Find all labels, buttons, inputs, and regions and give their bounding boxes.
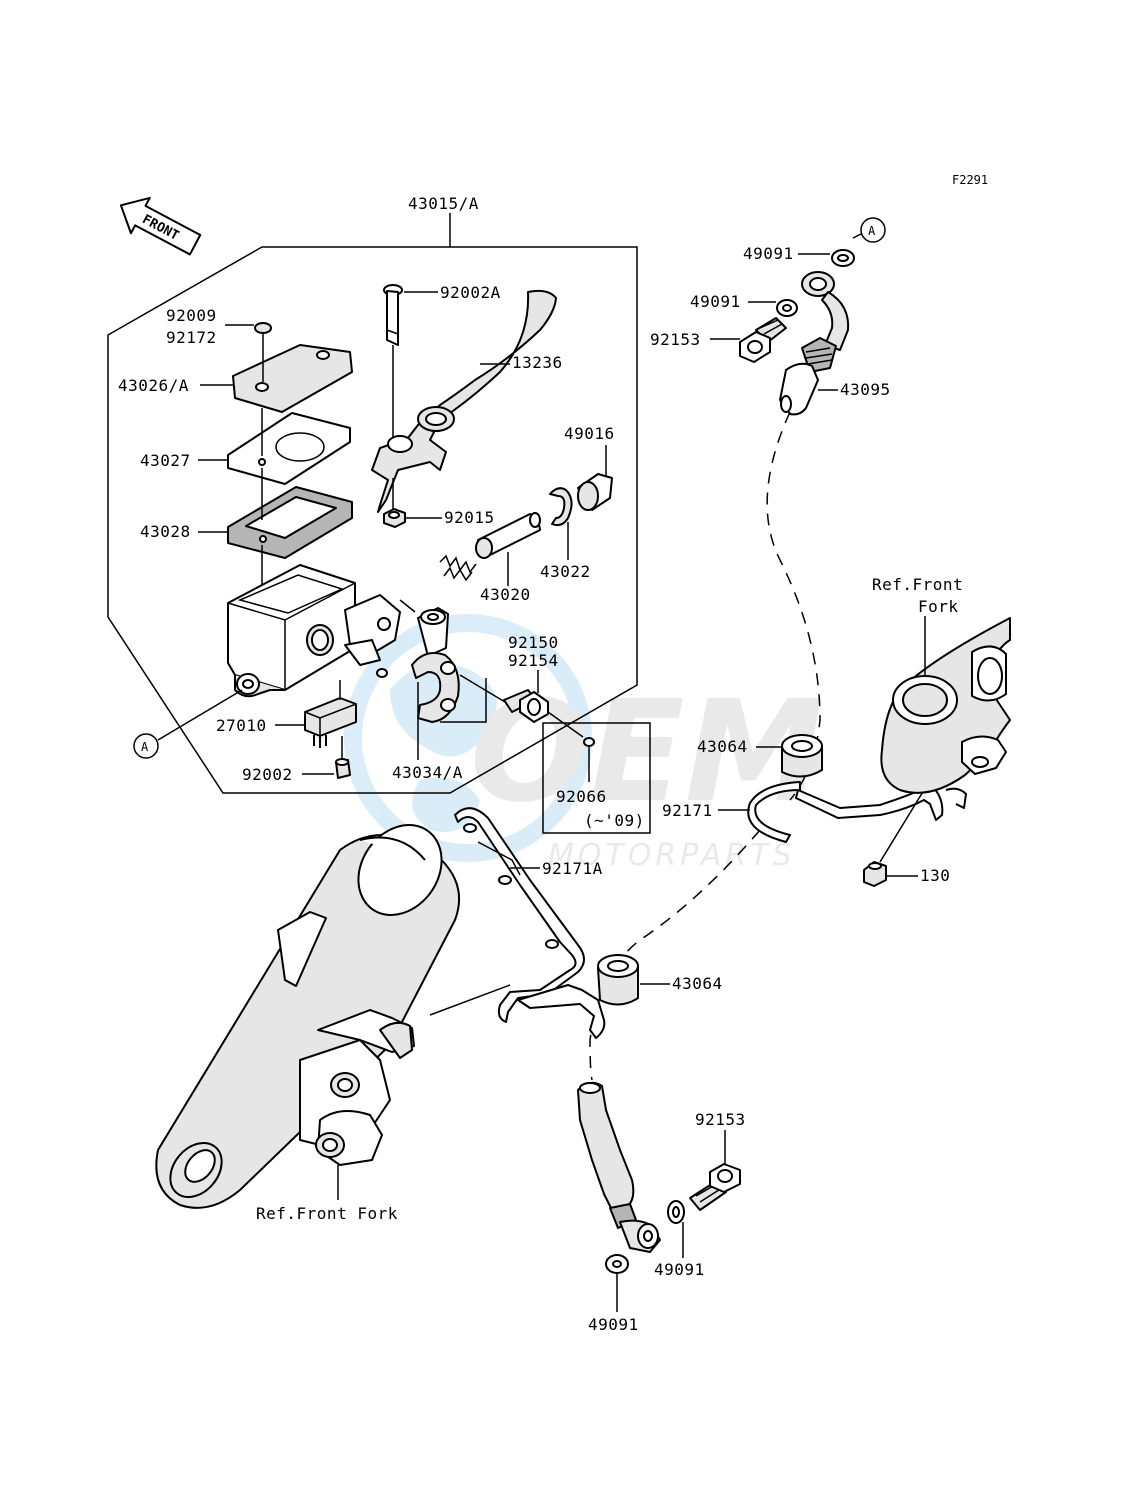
nut-92015 [383,508,406,528]
brake-hose-upper [779,271,850,416]
grommet-lower [597,954,639,1006]
callout-92150: 92150 [508,633,559,652]
callout-49091-mid: 49091 [690,292,741,311]
circlip [549,487,573,527]
callout-92154: 92154 [508,651,559,670]
watermark-globe [344,614,592,862]
clamp-bolt [503,689,549,723]
ref-a-right: A [868,224,876,238]
front-fork-top-right [880,617,1011,794]
callout-130: 130 [920,866,950,885]
washer-top [831,249,855,267]
reservoir-plate [227,412,351,485]
washer-bottom-left [605,1254,629,1274]
washer-mid [776,299,798,317]
callout-13236: 13236 [512,353,563,372]
callout-43064-lower: 43064 [672,974,723,993]
screw-92009 [254,322,272,342]
ref-front-fork-top-1: Ref.Front [872,575,963,594]
handlebar-clamp [411,607,460,723]
front-arrow-icon [119,196,202,256]
watermark-globe-land [390,663,497,832]
callout-43022: 43022 [540,562,591,581]
washer-bottom-right [667,1200,685,1224]
pivot-bolt [383,284,403,346]
callout-92171A: 92171A [542,859,603,878]
callout-43027: 43027 [140,451,191,470]
callout-49091-bottom-right: 49091 [654,1260,705,1279]
callout-43028: 43028 [140,522,191,541]
callout-92066: 92066 [556,787,607,806]
callout-49091-top: 49091 [743,244,794,263]
banjo-bolt-bottom [689,1163,741,1211]
ref-a-right-circle [860,217,886,243]
date-note: (~'09) [584,811,645,830]
front-fork-bottom-left [155,824,461,1209]
callout-92172: 92172 [166,328,217,347]
callout-92153-bottom: 92153 [695,1110,746,1129]
callout-43020: 43020 [480,585,531,604]
callout-92015: 92015 [444,508,495,527]
screw-head [254,322,272,334]
callout-92002: 92002 [242,765,293,784]
ref-a-left-circle [133,733,159,759]
callout-49016: 49016 [564,424,615,443]
callout-43026A: 43026/A [118,376,189,395]
piston-set [439,512,541,582]
callout-92002A: 92002A [440,283,501,302]
hose-bracket [454,807,606,1039]
banjo-bolt-top [739,317,787,363]
bolt-130 [863,861,887,887]
callout-27010: 27010 [216,716,267,735]
hose-clamp-92171 [747,781,967,843]
figure-code: F2291 [952,173,988,187]
ref-a-left: A [141,740,149,754]
callout-43015A: 43015/A [408,194,479,213]
watermark-sub: MOTORPARTS [548,838,796,873]
dust-boot [577,473,613,511]
brake-lever [371,289,557,513]
brake-hose-lower [577,1081,661,1253]
spring-pin [583,737,595,747]
pin-note-box [542,722,651,834]
callout-43064-upper: 43064 [697,737,748,756]
grommet-upper [781,734,823,778]
master-cylinder-body [227,564,401,698]
ref-front-fork-bottom: Ref.Front Fork [256,1204,398,1223]
ref-front-fork-top-2: Fork [918,597,959,616]
callout-92171: 92171 [662,801,713,820]
front-direction-arrow: FRONT [119,196,202,256]
reservoir-diaphragm [227,486,353,559]
callout-92009: 92009 [166,306,217,325]
callout-49091-bottom-left: 49091 [588,1315,639,1334]
callout-92153-top: 92153 [650,330,701,349]
switch-screw [335,758,351,779]
reservoir-cap [232,344,353,413]
callout-43095: 43095 [840,380,891,399]
callout-43034A: 43034/A [392,763,463,782]
